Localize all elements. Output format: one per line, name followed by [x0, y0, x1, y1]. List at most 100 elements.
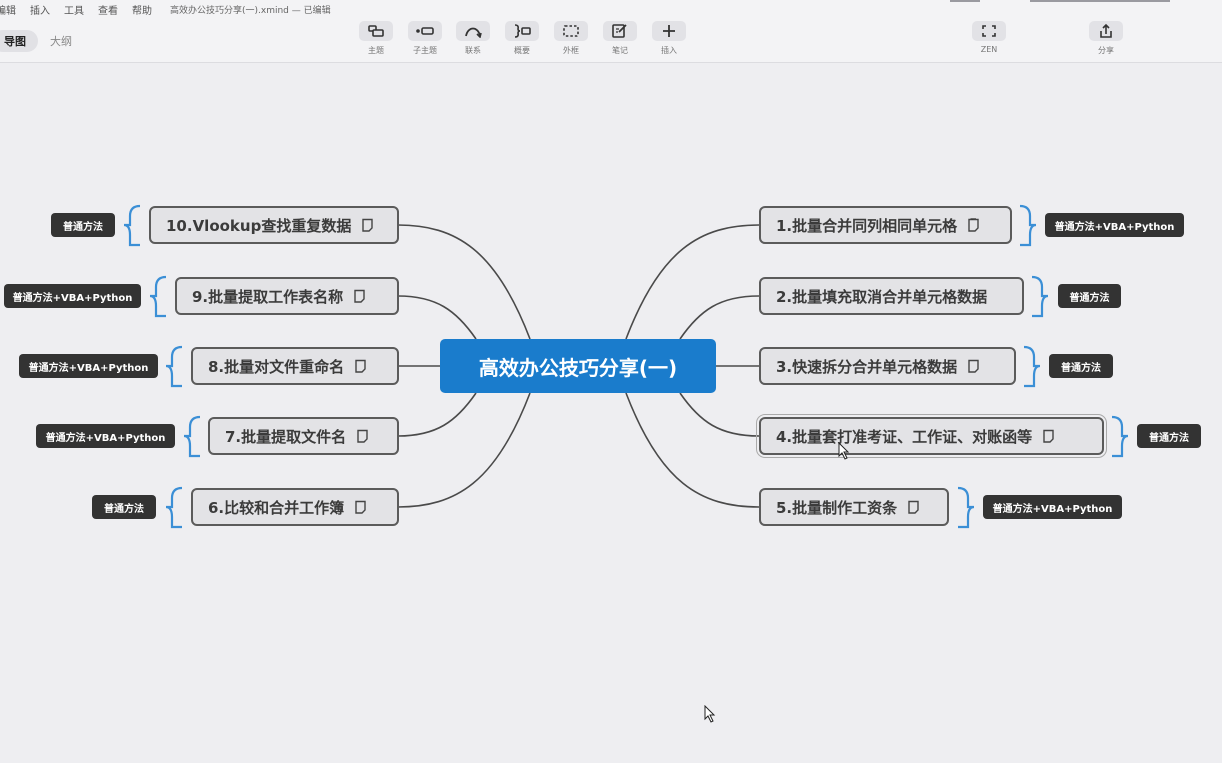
- bracket-r5: [957, 486, 975, 529]
- note-page-icon[interactable]: [1042, 429, 1055, 443]
- topic-r5[interactable]: 5.批量制作工资条: [759, 488, 949, 526]
- connector-l9: [397, 295, 477, 340]
- topic-label: 1.批量合并同列相同单元格: [776, 216, 958, 235]
- connector-r5: [625, 392, 760, 508]
- method-tag[interactable]: 普通方法: [1049, 354, 1113, 378]
- bracket-l6: [165, 486, 183, 529]
- note-page-icon[interactable]: [356, 429, 369, 443]
- topic-label: 4.批量套打准考证、工作证、对账函等: [776, 427, 1033, 446]
- bracket-l10: [123, 204, 141, 247]
- note-page-icon[interactable]: [967, 218, 980, 232]
- menu-edit[interactable]: 编辑: [0, 5, 16, 17]
- subtopic-icon: [416, 27, 434, 35]
- method-tag[interactable]: 普通方法: [92, 495, 156, 519]
- bracket-l8: [165, 345, 183, 388]
- window-strip: [950, 0, 980, 2]
- topic-l7[interactable]: 7.批量提取文件名: [208, 417, 399, 455]
- mouse-pointer-icon: [704, 705, 716, 723]
- note-edit-icon: [612, 24, 627, 38]
- note-button[interactable]: 笔记: [601, 21, 639, 56]
- insert-label: 插入: [661, 46, 677, 55]
- connector-r2: [679, 295, 760, 340]
- tab-outline[interactable]: 大纲: [50, 35, 72, 48]
- topic-icon: [368, 25, 384, 37]
- method-tag[interactable]: 普通方法+VBA+Python: [4, 284, 141, 308]
- menu-view[interactable]: 查看: [98, 5, 118, 17]
- menu-insert[interactable]: 插入: [30, 5, 50, 17]
- relationship-label: 联系: [465, 46, 481, 55]
- bracket-l9: [149, 275, 167, 318]
- menu-bar: 编辑 插入 工具 查看 帮助 高效办公技巧分享(一).xmind — 已编辑: [0, 0, 1222, 18]
- topic-label: 9.批量提取工作表名称: [192, 287, 344, 306]
- method-tag[interactable]: 普通方法+VBA+Python: [19, 354, 158, 378]
- topic-button[interactable]: 主题: [357, 21, 395, 56]
- topic-l6[interactable]: 6.比较和合并工作簿: [191, 488, 399, 526]
- topic-l9[interactable]: 9.批量提取工作表名称: [175, 277, 399, 315]
- topic-label: 6.比较和合并工作簿: [208, 498, 345, 517]
- connector-r4: [679, 392, 760, 437]
- subtopic-button[interactable]: 子主题: [406, 21, 444, 56]
- method-tag[interactable]: 普通方法: [1137, 424, 1201, 448]
- topic-label: 2.批量填充取消合并单元格数据: [776, 287, 988, 306]
- note-page-icon[interactable]: [907, 500, 920, 514]
- topic-label: 7.批量提取文件名: [225, 427, 347, 446]
- tab-mindmap[interactable]: 导图: [0, 30, 38, 52]
- topic-l10[interactable]: 10.Vlookup查找重复数据: [149, 206, 399, 244]
- document-title: 高效办公技巧分享(一).xmind — 已编辑: [170, 5, 331, 16]
- topic-r2[interactable]: 2.批量填充取消合并单元格数据: [759, 277, 1024, 315]
- mouse-pointer-icon: [838, 442, 850, 460]
- topic-l8[interactable]: 8.批量对文件重命名: [191, 347, 399, 385]
- method-tag[interactable]: 普通方法: [51, 213, 115, 237]
- note-page-icon[interactable]: [353, 289, 366, 303]
- summary-label: 概要: [514, 46, 530, 55]
- summary-button[interactable]: 概要: [503, 21, 541, 56]
- boundary-label: 外框: [563, 46, 579, 55]
- topic-r4[interactable]: 4.批量套打准考证、工作证、对账函等: [756, 414, 1107, 458]
- fullscreen-icon: [982, 25, 996, 37]
- connector-r1: [625, 224, 760, 340]
- subtopic-label: 子主题: [413, 46, 437, 55]
- relationship-button[interactable]: 联系: [454, 21, 492, 56]
- bracket-r3: [1023, 345, 1041, 388]
- note-label: 笔记: [612, 46, 628, 55]
- topic-label: 3.快速拆分合并单元格数据: [776, 357, 958, 376]
- zen-label: ZEN: [980, 45, 998, 54]
- menu-tools[interactable]: 工具: [64, 5, 84, 17]
- connector-l6: [397, 392, 531, 508]
- share-label: 分享: [1098, 46, 1114, 55]
- window-strip: [1030, 0, 1170, 2]
- relationship-icon: [465, 27, 482, 38]
- central-topic[interactable]: 高效办公技巧分享(一): [440, 339, 716, 393]
- method-tag[interactable]: 普通方法+VBA+Python: [983, 495, 1122, 519]
- note-page-icon[interactable]: [354, 359, 367, 373]
- topic-label: 10.Vlookup查找重复数据: [166, 216, 352, 235]
- summary-icon: [514, 24, 531, 38]
- bracket-l7: [183, 415, 201, 458]
- zen-button[interactable]: ZEN: [970, 21, 1008, 54]
- connector-l7: [397, 392, 477, 437]
- share-button[interactable]: 分享: [1087, 21, 1125, 56]
- connector-l10: [397, 224, 531, 340]
- method-tag[interactable]: 普通方法+VBA+Python: [36, 424, 175, 448]
- view-tabs: 导图 大纲: [0, 30, 84, 52]
- note-page-icon[interactable]: [967, 359, 980, 373]
- bracket-r1: [1019, 204, 1037, 247]
- bracket-r2: [1031, 275, 1049, 318]
- bracket-r4: [1111, 415, 1129, 458]
- topic-r3[interactable]: 3.快速拆分合并单元格数据: [759, 347, 1016, 385]
- plus-icon: [663, 25, 675, 37]
- boundary-icon: [563, 25, 579, 37]
- note-page-icon[interactable]: [354, 500, 367, 514]
- boundary-button[interactable]: 外框: [552, 21, 590, 56]
- method-tag[interactable]: 普通方法: [1058, 284, 1121, 308]
- topic-label: 5.批量制作工资条: [776, 498, 898, 517]
- menu-help[interactable]: 帮助: [132, 5, 152, 17]
- share-icon: [1100, 23, 1112, 38]
- note-page-icon[interactable]: [361, 218, 374, 232]
- insert-button[interactable]: 插入: [650, 21, 688, 56]
- method-tag[interactable]: 普通方法+VBA+Python: [1045, 213, 1184, 237]
- topic-r1[interactable]: 1.批量合并同列相同单元格: [759, 206, 1012, 244]
- topic-label: 主题: [368, 46, 384, 55]
- toolbar: 导图 大纲 主题 子主题 联系 概要 外框 笔记 插入 ZEN 分享: [0, 18, 1222, 63]
